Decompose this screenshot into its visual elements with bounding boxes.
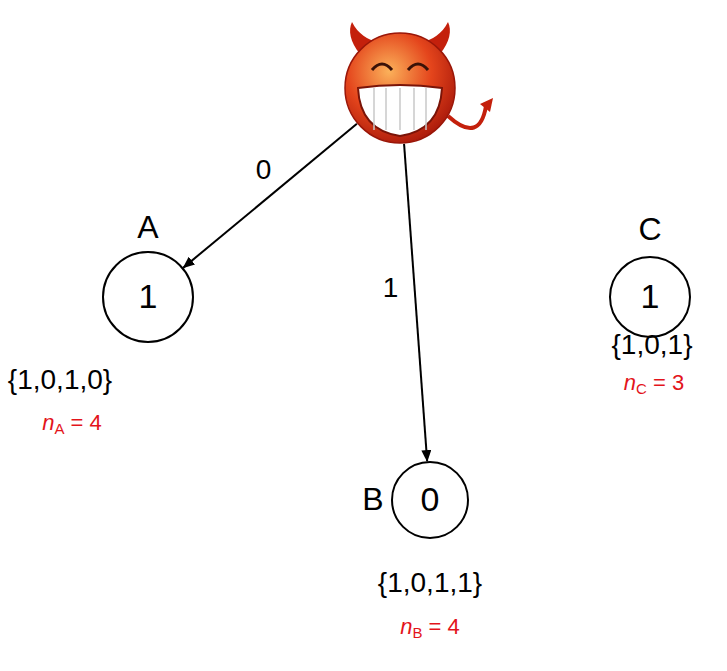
count-label: nB = 4 xyxy=(400,615,460,642)
tooth-line xyxy=(399,88,401,130)
devil-eye xyxy=(372,64,392,70)
tooth-line xyxy=(413,88,415,130)
process-node: A 1 {1,0,1,0} nA = 4 xyxy=(0,200,200,440)
value-set: {1,0,1} xyxy=(612,330,693,361)
arrow-connector xyxy=(404,144,427,461)
devil-head xyxy=(345,33,455,143)
count-label: nC = 3 xyxy=(624,371,684,398)
devil-icon xyxy=(330,18,510,168)
edge-label: 0 xyxy=(254,155,274,186)
adversary-node xyxy=(330,18,510,168)
tooth-line xyxy=(425,88,427,130)
node-name: A xyxy=(137,210,158,245)
node-name: C xyxy=(638,212,661,247)
node-name: B xyxy=(362,482,383,517)
devil-tail-tip xyxy=(480,98,493,112)
value-set: {1,0,1,0} xyxy=(8,365,112,396)
node-circle xyxy=(103,252,193,342)
tooth-line xyxy=(373,88,375,130)
edge-label: 1 xyxy=(381,273,401,304)
devil-eye xyxy=(408,64,428,70)
tooth-line xyxy=(385,88,387,130)
node-circle xyxy=(0,200,200,440)
node-value: 0 xyxy=(421,481,440,518)
node-value: 1 xyxy=(139,278,158,315)
arrow-connector xyxy=(183,124,356,268)
value-set: {1,0,1,1} xyxy=(378,568,482,599)
devil-tail xyxy=(448,106,486,128)
node-circle xyxy=(610,257,690,337)
node-circle xyxy=(392,462,468,538)
process-node: B 0 {1,0,1,1} nB = 4 xyxy=(340,440,520,660)
node-value: 1 xyxy=(641,278,660,315)
process-node: C 1 {1,0,1} nC = 3 xyxy=(560,200,727,400)
devil-teeth xyxy=(358,85,442,136)
count-label: nA = 4 xyxy=(42,411,102,438)
